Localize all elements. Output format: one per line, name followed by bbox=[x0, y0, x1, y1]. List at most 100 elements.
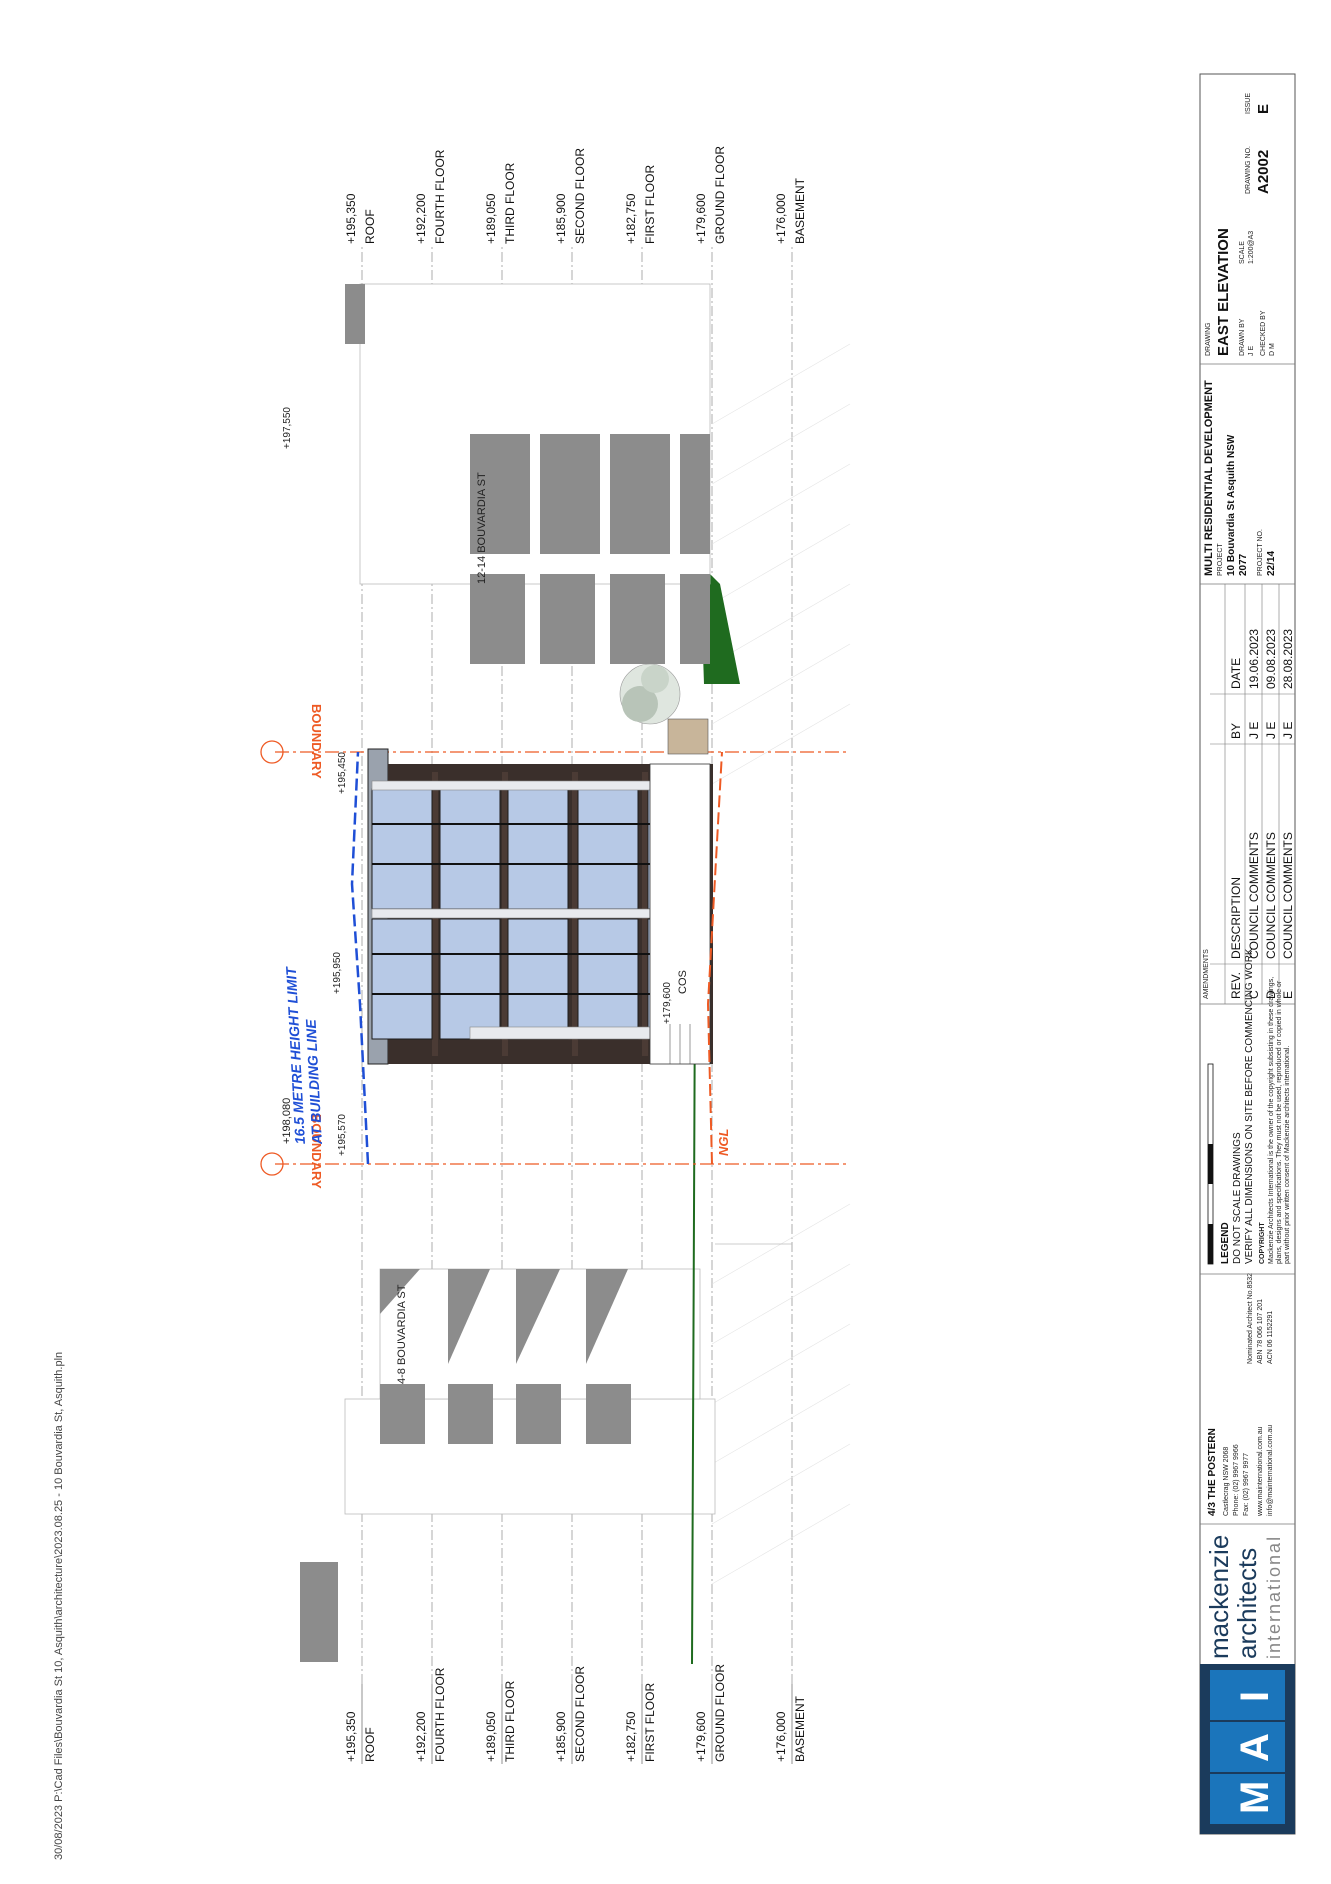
tree-icon bbox=[619, 663, 681, 725]
spot-195450: +195,450 bbox=[337, 752, 348, 794]
address-line-4: www.mainternational.com.au bbox=[1257, 1426, 1264, 1517]
level-third-name-r: THIRD FLOOR bbox=[503, 162, 517, 244]
project-label: PROJECT bbox=[1217, 543, 1224, 576]
legend-line-1: DO NOT SCALE DRAWINGS bbox=[1232, 1132, 1243, 1264]
company-name-2: architects bbox=[1232, 1548, 1262, 1659]
ngl-line bbox=[706, 751, 723, 1165]
amend-row-e-date: 28.08.2023 bbox=[1281, 629, 1295, 689]
checked-by-label: CHECKED BY bbox=[1260, 310, 1267, 356]
ground-hatch bbox=[711, 343, 851, 1585]
company-name-3: international bbox=[1264, 1535, 1284, 1659]
amend-row-e-by: J E bbox=[1281, 722, 1295, 739]
file-path-stamp: 30/08/2023 P:\Cad Files\Bouvardia St 10,… bbox=[53, 1352, 65, 1860]
logo-letter-m: M bbox=[1233, 1781, 1277, 1814]
address-title: 4/3 THE POSTERN bbox=[1207, 1428, 1218, 1516]
level-first-name-r: FIRST FLOOR bbox=[643, 165, 657, 244]
amend-row-c-by: J E bbox=[1247, 722, 1261, 739]
project-no: 22/14 bbox=[1266, 551, 1277, 576]
copyright-title: COPYRIGHT bbox=[1259, 1222, 1266, 1264]
height-limit-line bbox=[350, 751, 370, 1165]
legend-line-2: VERIFY ALL DIMENSIONS ON SITE BEFORE COM… bbox=[1244, 948, 1255, 1264]
level-basement-name-r: BASEMENT bbox=[793, 177, 807, 244]
title-block: M A I mackenzie architects international… bbox=[1199, 73, 1296, 1835]
copyright-text-1: Mackenzie Architects International is th… bbox=[1268, 977, 1275, 1264]
amend-row-e-desc: COUNCIL COMMENTS bbox=[1281, 832, 1295, 959]
level-roof-elev-r: +195,350 bbox=[344, 193, 358, 244]
drawing-no: A2002 bbox=[1255, 150, 1272, 194]
address-line-5: info@mainternational.com.au bbox=[1267, 1425, 1274, 1516]
amend-row-e-rev: E bbox=[1281, 991, 1295, 999]
amend-row-c-rev: C bbox=[1247, 990, 1261, 999]
spot-198080: +198,080 bbox=[281, 1098, 293, 1144]
nominated-1: Nominated Architect No.8532 bbox=[1247, 1273, 1254, 1364]
levels-left: +195,350 ROOF +192,200 FOURTH FLOOR +189… bbox=[344, 1664, 807, 1764]
amend-header-date: DATE bbox=[1229, 658, 1243, 689]
level-basement-elev: +176,000 bbox=[774, 1711, 788, 1762]
amend-header-description: DESCRIPTION bbox=[1229, 877, 1243, 959]
boundary-label-left: BOUNDARY bbox=[309, 1114, 324, 1189]
drawn-by-label: DRAWN BY bbox=[1239, 318, 1246, 356]
project-address-2: 2077 bbox=[1238, 553, 1249, 576]
drawn-by: J E bbox=[1248, 346, 1255, 356]
level-ground-elev: +179,600 bbox=[694, 1711, 708, 1762]
address-line-3: Fax: (02) 9967 9977 bbox=[1243, 1453, 1250, 1516]
level-fourth-elev-r: +192,200 bbox=[414, 193, 428, 244]
address-line-2: Phone: (02) 9967 9966 bbox=[1233, 1444, 1240, 1516]
project-address-1: 10 Bouvardia St Asquith NSW bbox=[1226, 434, 1237, 576]
level-second-elev: +185,900 bbox=[554, 1711, 568, 1762]
project-no-label: PROJECT NO. bbox=[1257, 529, 1264, 576]
spot-195570: +195,570 bbox=[337, 1114, 348, 1156]
level-second-elev-r: +185,900 bbox=[554, 193, 568, 244]
scale-bar bbox=[1207, 1063, 1214, 1265]
issue-label: ISSUE bbox=[1245, 93, 1252, 114]
checked-by: D M bbox=[1269, 343, 1276, 356]
level-roof-name-r: ROOF bbox=[363, 209, 377, 244]
legend-title: LEGEND bbox=[1220, 1222, 1231, 1264]
subject-building: COS +179,600 bbox=[367, 718, 713, 1065]
neighbour-right-label: 12-14 BOUVARDIA ST bbox=[476, 472, 488, 584]
level-basement-name: BASEMENT bbox=[793, 1695, 807, 1762]
level-fourth-elev: +192,200 bbox=[414, 1711, 428, 1762]
level-second-name-r: SECOND FLOOR bbox=[573, 148, 587, 244]
level-first-elev-r: +182,750 bbox=[624, 193, 638, 244]
amend-row-d-by: J E bbox=[1264, 722, 1278, 739]
amend-row-d-desc: COUNCIL COMMENTS bbox=[1264, 832, 1278, 959]
company-logo: M A I bbox=[1200, 1664, 1295, 1834]
company-name-1: mackenzie bbox=[1204, 1535, 1234, 1659]
issue-value: E bbox=[1255, 104, 1272, 114]
project-title: MULTI RESIDENTIAL DEVELOPMENT bbox=[1203, 380, 1215, 576]
neighbour-building-left: 4-8 BOUVARDIA ST +198,080 bbox=[281, 1098, 792, 1662]
boundary-marker-right bbox=[260, 740, 284, 764]
amendments-label: AMENDMENTS bbox=[1203, 949, 1210, 999]
nominated-3: ACN 06 1152291 bbox=[1267, 1311, 1274, 1364]
level-ground-name-r: GROUND FLOOR bbox=[713, 146, 727, 244]
drawing-title: EAST ELEVATION bbox=[1215, 228, 1232, 356]
amend-row-c-desc: COUNCIL COMMENTS bbox=[1247, 832, 1261, 959]
boundary-label-right: BOUNDARY bbox=[309, 704, 324, 779]
amend-row-d-rev: D bbox=[1264, 990, 1278, 999]
level-basement-elev-r: +176,000 bbox=[774, 193, 788, 244]
drawing-label: DRAWING bbox=[1205, 322, 1212, 356]
level-fourth-name-r: FOURTH FLOOR bbox=[433, 149, 447, 244]
elevation-drawing: +195,350 ROOF +192,200 FOURTH FLOOR +189… bbox=[260, 146, 851, 1764]
drawing-no-label: DRAWING NO. bbox=[1245, 146, 1252, 194]
spot-179600: +179,600 bbox=[662, 982, 673, 1024]
level-ground-name: GROUND FLOOR bbox=[713, 1664, 727, 1762]
level-first-elev: +182,750 bbox=[624, 1711, 638, 1762]
amend-header-rev: REV. bbox=[1229, 972, 1243, 999]
address-line-1: Castlecrag NSW 2068 bbox=[1223, 1447, 1230, 1516]
neighbour-building-right: 12-14 BOUVARDIA ST bbox=[345, 283, 711, 664]
amend-row-c-date: 19.06.2023 bbox=[1247, 629, 1261, 689]
cos-label: COS bbox=[677, 970, 689, 994]
copyright-text-3: part without prior written consent of Ma… bbox=[1284, 1046, 1291, 1264]
copyright-text-2: plans, designs and specifications. They … bbox=[1276, 980, 1283, 1264]
level-third-elev: +189,050 bbox=[484, 1711, 498, 1762]
amend-header-by: BY bbox=[1229, 723, 1243, 739]
level-ground-elev-r: +179,600 bbox=[694, 193, 708, 244]
amendments-table: REV. DESCRIPTION BY DATE C COUNCIL COMME… bbox=[1210, 584, 1295, 1004]
spot-195950: +195,950 bbox=[332, 952, 343, 994]
scale-value: 1:200@A3 bbox=[1248, 231, 1255, 264]
level-fourth-name: FOURTH FLOOR bbox=[433, 1667, 447, 1762]
spot-197550: +197,550 bbox=[282, 407, 293, 449]
